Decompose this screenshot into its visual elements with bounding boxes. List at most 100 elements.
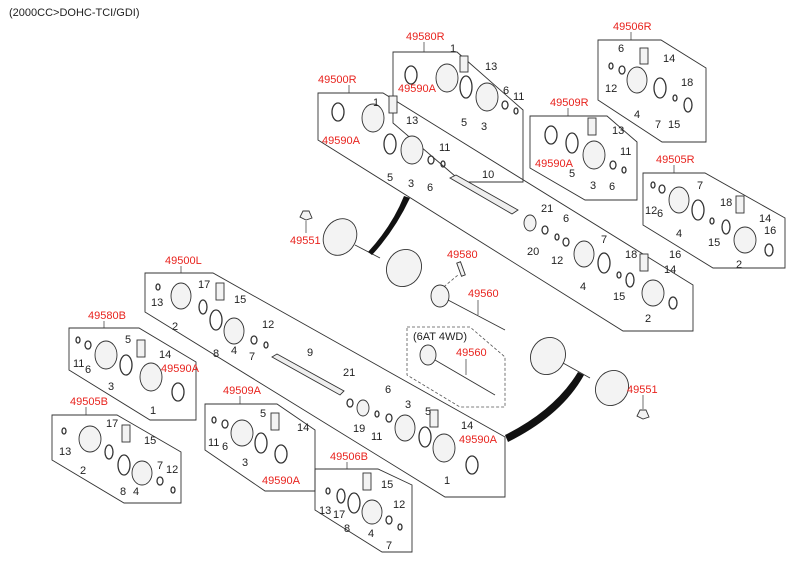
part-number: 3 [242, 457, 248, 469]
ref-label[interactable]: 49590A [398, 83, 437, 95]
ref-label[interactable]: 49500L [165, 255, 202, 267]
ref-label[interactable]: 49590A [161, 363, 200, 375]
circlip [325, 487, 331, 495]
part-number: 6 [503, 85, 509, 97]
part-number: 11 [208, 437, 219, 449]
ref-label[interactable]: 49580B [88, 310, 126, 322]
seal-ring [331, 102, 345, 122]
part-number: 3 [108, 381, 114, 393]
part-number: 6 [618, 43, 624, 55]
ref-label[interactable]: 49580 [447, 249, 478, 261]
part-number: 14 [297, 422, 309, 434]
boot-clamp [119, 354, 133, 376]
circlip [608, 62, 614, 70]
ring-small [616, 271, 622, 279]
part-number: 13 [319, 505, 331, 517]
part-number: 3 [590, 180, 596, 192]
part-number: 15 [668, 119, 680, 131]
part-number: 12 [645, 205, 657, 217]
ref-label[interactable]: 49560 [456, 347, 487, 359]
inner-boot [386, 249, 422, 287]
part-number: 4 [676, 228, 682, 240]
part-number: 8 [120, 486, 126, 498]
boot-clamp [418, 426, 432, 448]
ref-label[interactable]: 49560 [468, 288, 499, 300]
part-number: 5 [569, 168, 575, 180]
ref-label[interactable]: 49509A [223, 385, 262, 397]
part-number: 18 [720, 197, 732, 209]
group-49506R: 49506R 6 14 12 4 7 15 18 [597, 21, 707, 143]
part-number: 12 [551, 255, 563, 267]
ring-small [672, 94, 678, 102]
ref-label[interactable]: 49590A [459, 434, 498, 446]
group-frame [68, 327, 197, 421]
part-number: 5 [125, 334, 131, 346]
snap-ring [625, 272, 635, 288]
ref-label[interactable]: 49551 [627, 384, 658, 396]
hub-nut[interactable] [299, 210, 313, 221]
part-number: 16 [669, 249, 681, 261]
group-49500R: 49500R 1 13 5 3 6 11 10 21 20 12 6 7 4 [317, 74, 694, 332]
diagram-title: (2000CC>DOHC-TCI/GDI) [9, 7, 140, 19]
ref-label[interactable]: 49506R [613, 21, 652, 33]
shaft [354, 244, 381, 259]
right-drive-shaft-assembly: 49551 [290, 196, 422, 287]
ref-label[interactable]: 49505B [70, 396, 108, 408]
ref-label[interactable]: 49509R [550, 97, 589, 109]
grease-pack [136, 339, 146, 358]
seal-ring [404, 65, 418, 85]
ring-small [609, 160, 617, 170]
grease-pack [388, 95, 398, 114]
bearing [523, 214, 537, 232]
grease-pack [215, 282, 225, 301]
part-number: 1 [444, 475, 450, 487]
seal-ring [274, 444, 288, 464]
part-number: 7 [386, 540, 392, 552]
hub-nut[interactable] [636, 409, 650, 420]
outer-cv-joint [361, 103, 385, 133]
group-49505R: 49505R 12 6 7 4 18 14 15 16 2 [642, 154, 786, 271]
bolt-guide [439, 274, 459, 291]
part-number: 10 [482, 169, 494, 181]
ref-label[interactable]: 49500R [318, 74, 357, 86]
inner-cv-joint [78, 425, 102, 453]
circlip [397, 523, 403, 531]
part-number: 17 [106, 418, 118, 430]
bracket [430, 284, 450, 308]
part-number: 16 [764, 225, 776, 237]
bolt[interactable] [456, 261, 466, 277]
ref-label[interactable]: 49590A [322, 135, 361, 147]
part-number: 5 [260, 408, 266, 420]
boot [361, 499, 383, 525]
part-number: 13 [59, 446, 71, 458]
grease-pack [429, 409, 439, 428]
boot-clamp [117, 454, 131, 476]
snap-ring [198, 299, 208, 315]
connector-arrow [505, 372, 584, 442]
ref-label[interactable]: 49505R [656, 154, 695, 166]
part-number: 21 [541, 203, 553, 215]
part-number: 11 [73, 358, 84, 370]
boot-clamp [383, 133, 397, 155]
boot-clamp [347, 492, 361, 514]
part-number: 21 [343, 367, 355, 379]
part-number: 12 [262, 319, 274, 331]
group-49505B: 49505B 13 17 15 2 8 4 7 12 [51, 396, 182, 504]
part-number: 13 [406, 115, 418, 127]
boot [626, 66, 648, 94]
boot-clamp [209, 309, 223, 331]
connector-arrow [368, 196, 410, 255]
left-drive-shaft-assembly: 49551 [505, 337, 658, 442]
ref-label[interactable]: 49590A [262, 475, 301, 487]
part-number: 14 [759, 213, 771, 225]
shaft [562, 362, 591, 379]
ref-label[interactable]: 49506B [330, 451, 368, 463]
ref-label[interactable]: 49590A [535, 158, 574, 170]
group-frame [597, 39, 707, 143]
part-number: 15 [708, 237, 720, 249]
ref-label[interactable]: 49580R [406, 31, 445, 43]
part-number: 6 [609, 181, 615, 193]
ref-label[interactable]: 49551 [290, 235, 321, 247]
part-number: 2 [645, 313, 651, 325]
group-frame [51, 414, 182, 504]
